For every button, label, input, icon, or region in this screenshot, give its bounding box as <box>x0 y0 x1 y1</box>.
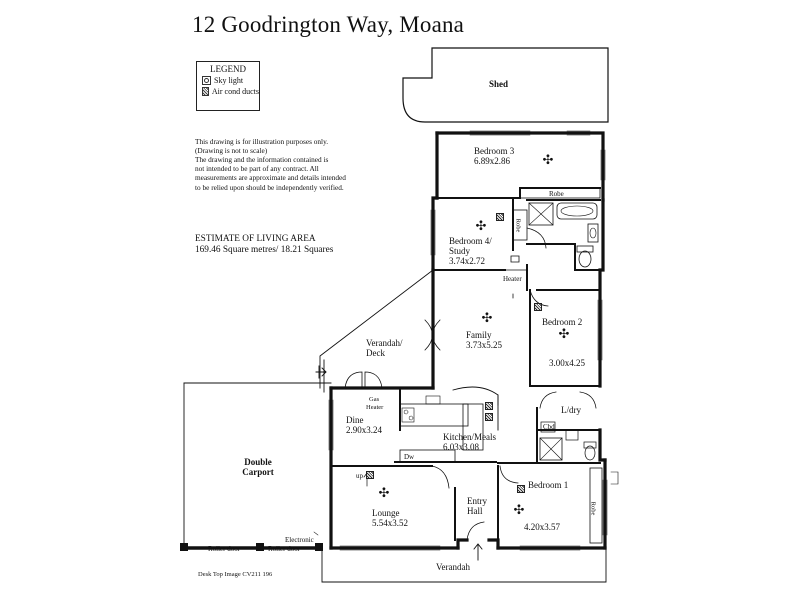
ceiling-fan-icon: ✣ <box>475 218 487 233</box>
laundry-toilet-cistern <box>583 441 597 449</box>
plan-title: 12 Goodrington Way, Moana <box>192 12 465 37</box>
ceiling-fan-icon: ✣ <box>378 485 390 500</box>
shed-label: Shed <box>489 79 509 89</box>
laundry-label: L/dry <box>561 405 581 415</box>
disclaimer-text: This drawing is for illustration purpose… <box>195 137 380 192</box>
bedroom1-size: 4.20x3.57 <box>524 522 560 532</box>
legend-heading: LEGEND <box>210 64 246 74</box>
ceiling-fan-icon: ✣ <box>542 152 554 167</box>
dishwasher-label: Dw <box>404 453 415 461</box>
disclaimer-line: not intended to be part of any contract.… <box>195 164 319 174</box>
up-arrow-label: up <box>356 472 363 480</box>
entry-hall-label-line2: Hall <box>467 506 483 516</box>
bedroom3-size: 6.89x2.86 <box>474 156 510 166</box>
air-cond-duct-icon <box>496 213 504 221</box>
estimate-value: 169.46 Square metres/ 18.21 Squares <box>195 245 334 256</box>
dine-label: Dine <box>346 415 364 425</box>
footer-note: Desk Top Image CV211 196 <box>198 571 273 578</box>
family-label: Family <box>466 330 492 340</box>
estimate-heading: ESTIMATE OF LIVING AREA <box>195 234 316 244</box>
living-area-estimate: ESTIMATE OF LIVING AREA 169.46 Square me… <box>195 234 333 256</box>
laundry-shower <box>539 437 563 461</box>
air-cond-duct-icon <box>517 485 525 493</box>
disclaimer-line: to be relied upon should be independentl… <box>195 182 344 192</box>
bedroom2-label: Bedroom 2 <box>542 317 583 327</box>
disclaimer-line: measurements are approximate and details… <box>195 173 346 183</box>
outer-wall-north <box>435 131 605 202</box>
legend-label: Sky light <box>214 76 244 85</box>
electronic-roller-door-label-line2: Roller door <box>268 545 301 553</box>
entry-hall-label: Entry <box>467 496 487 506</box>
legend-box: LEGEND Sky light Air cond ducts <box>196 61 260 111</box>
disclaimer-line: This drawing is for illustration purpose… <box>195 137 329 146</box>
lounge-size: 5.54x3.52 <box>372 518 408 528</box>
heater-label: Heater <box>503 275 522 283</box>
bath <box>556 202 598 220</box>
bedroom1-label: Bedroom 1 <box>528 480 569 490</box>
family-size: 3.73x5.25 <box>466 340 502 350</box>
sky-light-icon <box>202 76 211 85</box>
disclaimer-line: The drawing and the information containe… <box>195 155 329 165</box>
carport-label-line2: Carport <box>242 467 274 477</box>
bedroom4-size: 3.74x2.72 <box>449 256 485 266</box>
air-cond-duct-icon <box>366 471 374 479</box>
bedroom3-label: Bedroom 3 <box>474 146 515 156</box>
kitchen-label: Kitchen/Meals <box>443 432 496 442</box>
disclaimer-line: (Drawing is not to scale) <box>195 146 268 156</box>
legend-item-sky-light: Sky light <box>202 76 259 85</box>
robe-bed3-label: Robe <box>549 190 564 198</box>
electronic-roller-door-label: Electronic <box>285 536 314 544</box>
robe-bed1-label: Robe <box>589 501 597 516</box>
vanity <box>587 223 599 243</box>
roller-door-label: Roller door <box>208 545 241 553</box>
air-cond-duct-icon <box>202 87 209 96</box>
robe-bed4-label: Robe <box>514 218 522 233</box>
shed-outline <box>402 47 609 123</box>
ceiling-fan-icon: ✣ <box>558 326 570 341</box>
kitchen-size: 6.03x3.08 <box>443 442 479 452</box>
cupboard-label: Cbd <box>543 423 555 431</box>
bedroom4-label: Bedroom 4/ <box>449 236 492 246</box>
bedroom4-label-line2: Study <box>449 246 471 256</box>
shower <box>528 202 554 226</box>
air-cond-duct-icon <box>534 303 542 311</box>
front-verandah-outline <box>321 547 607 583</box>
verandah-deck-outline <box>319 269 434 389</box>
legend-item-air-cond: Air cond ducts <box>202 87 259 96</box>
gas-heater-label-line2: Heater <box>366 404 384 411</box>
ceiling-fan-icon: ✣ <box>481 310 493 325</box>
legend-label: Air cond ducts <box>211 87 259 96</box>
air-cond-duct-icon <box>485 402 493 410</box>
ceiling-fan-icon: ✣ <box>513 502 525 517</box>
toilet-cistern <box>576 245 594 253</box>
front-verandah-label: Verandah <box>436 562 470 572</box>
dine-size: 2.90x3.24 <box>346 425 382 435</box>
air-cond-duct-icon <box>485 413 493 421</box>
carport-label: Double <box>244 457 272 467</box>
bedroom2-size: 3.00x4.25 <box>549 358 585 368</box>
lounge-label: Lounge <box>372 508 400 518</box>
verandah-deck-label-line2: Deck <box>366 348 385 358</box>
verandah-deck-label: Verandah/ <box>366 338 403 348</box>
gas-heater-label: Gas <box>369 396 380 403</box>
wall-bed2-west <box>529 289 601 387</box>
